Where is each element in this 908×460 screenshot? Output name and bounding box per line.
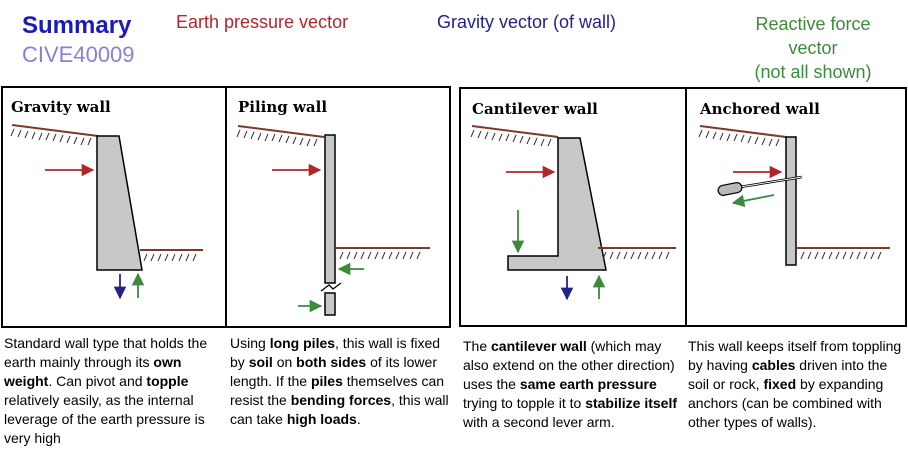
body-text: with a second lever arm. — [463, 414, 615, 430]
legend-reactive-line-2: vector — [788, 38, 838, 58]
front-ground-hatch — [339, 251, 421, 260]
body-text: Using — [230, 335, 270, 351]
gravity-wall-body — [96, 135, 143, 271]
body-text: relatively easily, as the internal lever… — [4, 392, 205, 446]
emphasis-text: high loads — [286, 411, 357, 427]
emphasis-text: stabilize itself — [585, 395, 677, 411]
panel-title-anchored: Anchored wall — [699, 100, 820, 118]
retained-ground-line — [11, 124, 99, 137]
body-text: This wall keeps itself from toppling by … — [688, 338, 902, 373]
legend-reactive: Reactive force vector (not all shown) — [728, 12, 898, 84]
retained-ground-line — [471, 125, 559, 138]
break-mark — [320, 282, 342, 292]
legend-reactive-line-3: (not all shown) — [754, 62, 872, 82]
emphasis-text: topple — [146, 373, 189, 389]
legend-earth-pressure: Earth pressure vector — [176, 12, 349, 32]
course-code: CIVE40009 — [22, 42, 135, 67]
emphasis-text: piles — [310, 373, 343, 389]
reactive-arrow — [731, 194, 775, 208]
emphasis-text: own weight — [4, 354, 182, 389]
retained-ground-line — [699, 125, 787, 138]
body-text: Standard wall type that holds the earth … — [4, 335, 208, 370]
anchor-cable-core — [739, 176, 803, 188]
body-text: driven into the soil or rock, — [688, 357, 888, 392]
body-text: . Can pivot and — [48, 373, 147, 389]
body-text: of its lower length. If the — [230, 354, 437, 389]
emphasis-text: long piles — [269, 335, 336, 351]
legend-gravity: Gravity vector (of wall) — [437, 12, 617, 32]
expanding-anchor-icon — [717, 182, 743, 196]
pile-upper — [324, 134, 336, 284]
front-ground-hatch — [143, 253, 197, 262]
emphasis-text: cantilever wall — [491, 338, 587, 354]
cantilever-wall-diagram — [470, 125, 676, 301]
description-anchored-wall: This wall keeps itself from toppling by … — [688, 337, 904, 432]
description-piling-wall: Using long piles, this wall is fixed by … — [230, 334, 450, 429]
description-cantilever-wall: The cantilever wall (which may also exte… — [463, 337, 683, 432]
body-text: The — [463, 338, 492, 354]
right-frame — [459, 87, 907, 327]
emphasis-text: both sides — [296, 354, 367, 370]
anchored-wall-body — [785, 136, 797, 266]
body-text: (which may also extend on the other dire… — [463, 338, 675, 392]
gravity-wall-diagram — [10, 124, 203, 300]
body-text: . — [356, 411, 361, 427]
legend-reactive-line-1: Reactive force — [755, 14, 871, 34]
panel-title-gravity: Gravity wall — [11, 98, 111, 116]
retained-ground-hatch — [470, 129, 552, 147]
pile-lower — [324, 292, 336, 316]
body-text: by expanding anchors (can be combined wi… — [688, 376, 884, 430]
body-text: themselves can resist the — [230, 373, 445, 408]
piling-wall-diagram — [236, 125, 430, 316]
retained-ground-line — [237, 125, 325, 138]
description-gravity-wall: Standard wall type that holds the earth … — [4, 334, 222, 448]
emphasis-text: fixed — [763, 376, 797, 392]
emphasis-text: cables — [751, 357, 796, 373]
emphasis-text: same earth pressure — [519, 376, 657, 392]
emphasis-text: bending forces — [290, 392, 392, 408]
body-text: , this wall can take — [230, 392, 449, 427]
cantilever-wall-body — [507, 137, 607, 271]
body-text: on — [272, 354, 297, 370]
emphasis-text: soil — [248, 354, 273, 370]
front-ground-hatch — [800, 251, 882, 260]
retained-ground-hatch — [10, 128, 92, 146]
page-title: Summary — [22, 12, 132, 39]
retained-ground-hatch — [698, 129, 780, 147]
body-text: , this wall is fixed by — [230, 335, 441, 370]
anchored-wall-diagram — [698, 125, 890, 266]
retained-ground-hatch — [236, 129, 318, 147]
panel-title-piling: Piling wall — [238, 98, 327, 116]
body-text: trying to topple it to — [463, 395, 586, 411]
front-ground-hatch — [602, 251, 670, 260]
panel-title-cantilever: Cantilever wall — [472, 100, 598, 118]
